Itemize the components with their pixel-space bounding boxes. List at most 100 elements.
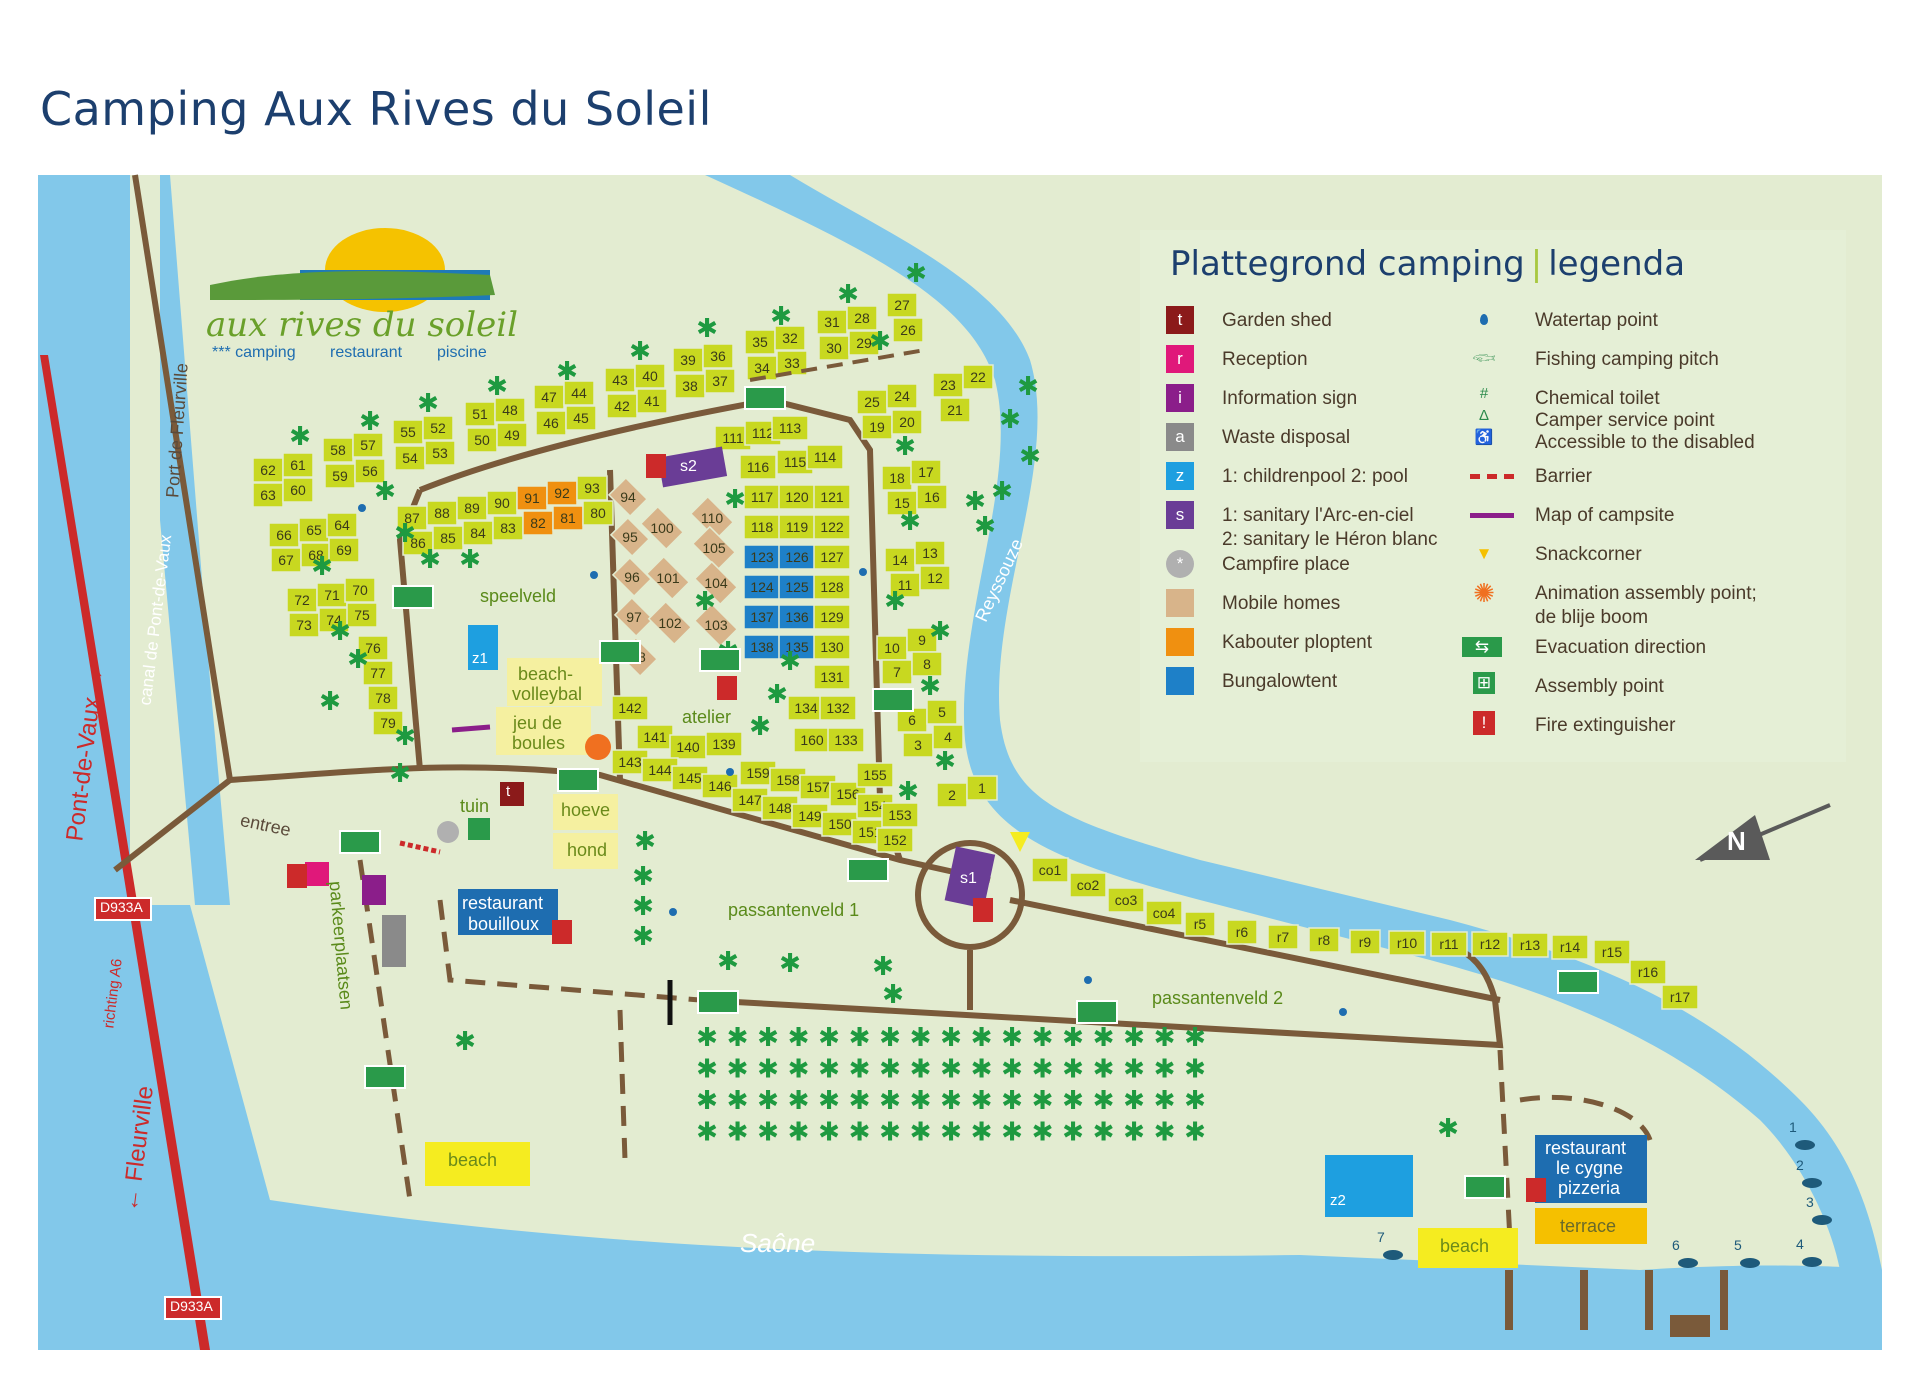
pitch-label-144: 144 (648, 762, 672, 778)
tree-icon: ✱ (910, 1023, 932, 1053)
evacuation-sign-icon (699, 648, 741, 672)
tree-icon: ✱ (940, 1055, 962, 1085)
legend-label-8: Kabouter ploptent (1222, 632, 1373, 653)
pitch-26 (892, 317, 924, 343)
pitch-label-159: 159 (746, 765, 770, 781)
pitch-131 (813, 664, 851, 690)
tree-icon: ✱ (1001, 1055, 1023, 1085)
pitch-116 (739, 454, 777, 480)
tree-icon: ✱ (879, 1055, 901, 1085)
information-sign (362, 875, 386, 905)
tree-icon: ✱ (696, 1086, 718, 1116)
label-atelier: atelier (682, 707, 732, 727)
pitch-label-62: 62 (260, 462, 276, 478)
pitch-label-70: 70 (352, 582, 368, 598)
pitch-label-123: 123 (750, 549, 774, 565)
logo-tagline-2: restaurant (330, 344, 403, 361)
pitch-29 (848, 330, 880, 356)
pitch-label-94: 94 (620, 489, 636, 505)
fire-extinguisher-icon: ! (1473, 711, 1495, 735)
pitch-r10 (1388, 930, 1426, 956)
tree-icon: ✱ (779, 949, 801, 979)
pitch-39 (672, 347, 704, 373)
pitch-label-26: 26 (900, 322, 916, 338)
pitch-81 (552, 505, 584, 531)
pitch-label-126: 126 (785, 549, 809, 565)
pitch-r5 (1184, 911, 1216, 937)
pitch-28 (846, 305, 878, 331)
tree-icon: ✱ (1123, 1055, 1145, 1085)
map-icon (1470, 501, 1514, 529)
pitch-label-103: 103 (704, 617, 728, 633)
pitch-label-23: 23 (940, 377, 956, 393)
pitch-label-156: 156 (836, 786, 860, 802)
tree-icon: ✱ (919, 672, 941, 702)
pitch-label-r5: r5 (1194, 916, 1207, 932)
pitch-42 (606, 393, 638, 419)
pitch-r9 (1349, 929, 1381, 955)
pitch-label-34: 34 (754, 360, 770, 376)
pitch-72 (286, 587, 318, 613)
pitch-label-2: 2 (948, 787, 956, 803)
pitch-label-10: 10 (884, 640, 900, 656)
tree-icon: ✱ (1093, 1023, 1115, 1053)
pitch-label-113: 113 (779, 420, 802, 436)
label-restaurant-bouilloux-2: bouilloux (468, 914, 540, 934)
pitch-48 (494, 397, 526, 423)
legend-symbol-5: s (1166, 501, 1194, 529)
barrier-icon (1470, 462, 1514, 490)
pitch-label-28: 28 (854, 310, 870, 326)
pitch-label-r10: r10 (1397, 935, 1417, 951)
pitch-40 (634, 363, 666, 389)
pitch-label-83: 83 (500, 520, 516, 536)
legend-label-9: Bungalowtent (1222, 671, 1338, 692)
pitch-label-138: 138 (750, 639, 774, 655)
tree-icon: ✱ (1184, 1023, 1206, 1053)
pitch-56 (354, 458, 386, 484)
pitch-label-18: 18 (889, 470, 905, 486)
fish-icon (1678, 1258, 1698, 1268)
watertaps (358, 318, 1498, 1016)
pitch-label-66: 66 (276, 527, 292, 543)
legend-label-5-line2: 2: sanitary le Héron blanc (1222, 529, 1438, 550)
evacuation-sign-icon (847, 858, 889, 882)
tree-icon: ✱ (394, 519, 416, 549)
pitch-label-125: 125 (785, 579, 809, 595)
tree-icon: ✱ (1032, 1055, 1054, 1085)
pitch-80 (582, 500, 614, 526)
tree-icon: ✱ (329, 617, 351, 647)
pitch-33 (776, 350, 808, 376)
pitch-label-146: 146 (708, 778, 732, 794)
legend-symbol-3: a (1166, 423, 1194, 451)
animation-icon: ✺ (1473, 578, 1495, 608)
tree-icon: ✱ (974, 512, 996, 542)
pitch-label-89: 89 (464, 500, 480, 516)
fire-extinguisher-icon (1526, 1178, 1546, 1202)
pitch-label-21: 21 (947, 402, 963, 418)
pool-z1 (468, 625, 498, 670)
tree-icon: ✱ (837, 280, 859, 310)
tree-icon: ✱ (454, 1027, 476, 1057)
legend-right-label-1: Fishing camping pitch (1535, 349, 1719, 370)
pitch-label-93: 93 (584, 480, 600, 496)
legend-label-1: Reception (1222, 349, 1308, 370)
pitch-91 (516, 485, 548, 511)
pitch-label-r14: r14 (1560, 939, 1580, 955)
pitch-label-78: 78 (375, 690, 391, 706)
pitch-68 (300, 542, 332, 568)
tree-icon: ✱ (1032, 1118, 1054, 1148)
pitch-110 (689, 495, 735, 541)
pitch-label-118: 118 (751, 519, 774, 535)
tree-icon: ✱ (882, 980, 904, 1010)
pitch-95 (609, 516, 651, 558)
tree-icon: ✱ (766, 680, 788, 710)
pitch-label-11: 11 (898, 577, 913, 593)
pitch-138 (743, 634, 781, 660)
legend-right-label-0: Watertap point (1535, 310, 1658, 331)
pitch-45 (565, 405, 597, 431)
pitch-75 (346, 602, 378, 628)
pitch-1 (966, 775, 998, 801)
pitch-114 (806, 444, 844, 470)
legend-label-6: Campfire place (1222, 554, 1350, 575)
